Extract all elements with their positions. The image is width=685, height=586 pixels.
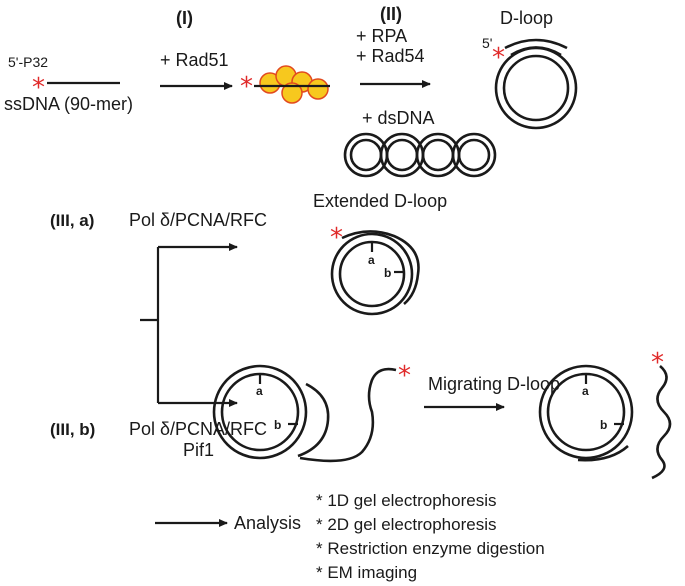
migrating-dloop-star: * [651, 348, 664, 378]
step3b-label: (III, b) [50, 420, 95, 439]
plasmid-inner [385, 138, 419, 172]
step3a-reagent: Pol δ/PCNA/RFC [129, 210, 267, 230]
marker-b: b [600, 418, 607, 432]
dloop-title: D-loop [500, 8, 553, 28]
ssdna-label: ssDNA (90-mer) [4, 94, 133, 114]
filament-star: * [240, 72, 253, 102]
method-2d-gel: * 2D gel electrophoresis [316, 515, 496, 534]
step1-label: (I) [176, 8, 193, 28]
extended-strand [341, 230, 420, 305]
method-restriction-digest: * Restriction enzyme digestion [316, 539, 545, 558]
marker-b: b [384, 266, 391, 280]
pif1-product-star: * [398, 361, 411, 391]
extended-dloop-structure [330, 230, 420, 316]
dloop-structure [494, 38, 578, 130]
marker-a: a [368, 253, 375, 267]
p32-label: 5'-P32 [8, 54, 48, 70]
plasmid-inner [421, 138, 455, 172]
marker-a: a [256, 384, 263, 398]
rad54-reagent: + Rad54 [356, 46, 425, 66]
step3b-reagent1: Pol δ/PCNA/RFC [129, 419, 267, 439]
dloop-invading-strand [504, 38, 568, 50]
released-strand [651, 365, 672, 480]
extended-dloop-star: * [330, 223, 343, 253]
marker-b: b [274, 418, 281, 432]
dloop-5prime: 5' [482, 35, 492, 51]
extended-dloop-title: Extended D-loop [313, 191, 447, 211]
migrating-dloop-structure [538, 364, 672, 480]
marker-a: a [582, 384, 589, 398]
step2-label: (II) [380, 4, 402, 24]
method-em-imaging: * EM imaging [316, 563, 417, 582]
step3b-reagent2: Pif1 [183, 440, 214, 460]
rad51-monomer [307, 78, 329, 100]
plasmid-inner [457, 138, 491, 172]
analysis-label: Analysis [234, 513, 301, 533]
rad51-reagent: + Rad51 [160, 50, 229, 70]
method-1d-gel: * 1D gel electrophoresis [316, 491, 496, 510]
dsdna-plasmids [343, 132, 497, 178]
displaced-strand [299, 367, 397, 463]
rad51-monomer [281, 82, 303, 104]
rpa-reagent: + RPA [356, 26, 407, 46]
plasmid-inner [349, 138, 383, 172]
p32-star: * [32, 73, 45, 103]
pif1-dloop-structure [212, 364, 397, 463]
step3a-label: (III, a) [50, 211, 94, 230]
dsdna-reagent: + dsDNA [362, 108, 435, 128]
dloop-star: * [492, 43, 505, 73]
plasmid-outer [451, 132, 497, 178]
migrating-dloop-title: Migrating D-loop [428, 374, 560, 394]
rad51-filament: * [240, 65, 330, 104]
